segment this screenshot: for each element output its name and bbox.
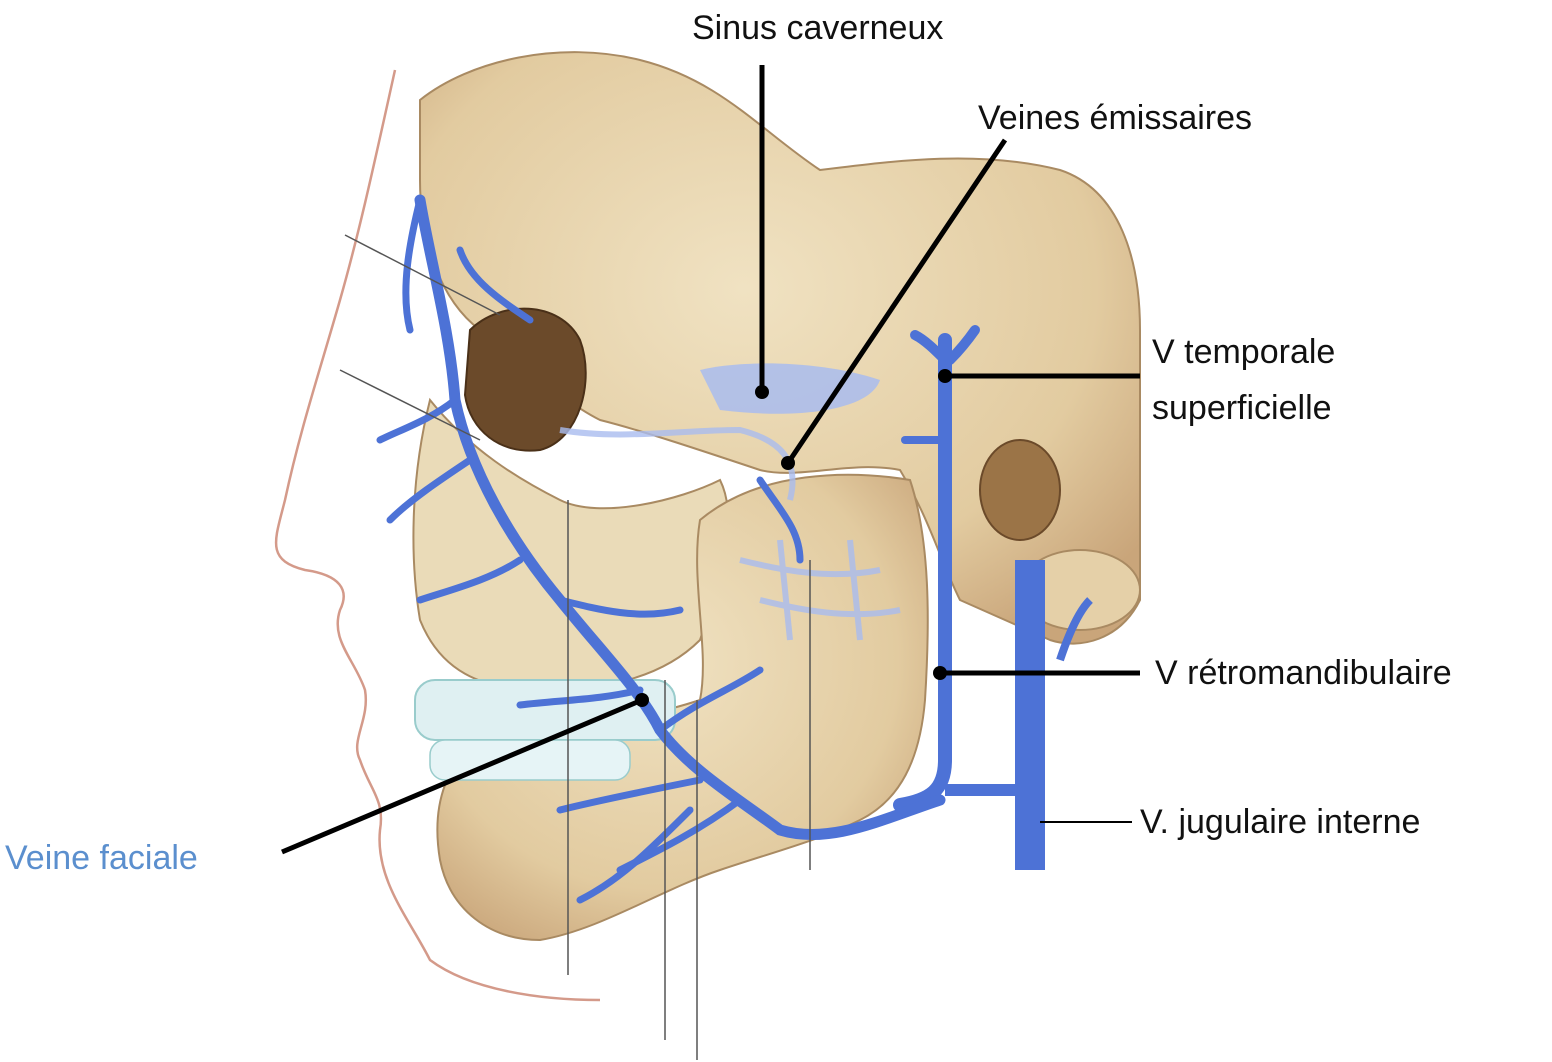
label-veine-faciale: Veine faciale [5,838,198,878]
label-v-temporale-line1: V temporale [1152,332,1335,372]
internal-jugular-vein [1015,560,1045,870]
dot-v-retromandibulaire [933,666,947,680]
dot-veine-faciale [635,693,649,707]
ear-canal [980,440,1060,540]
label-sinus-caverneux: Sinus caverneux [692,8,943,48]
label-v-retromandibulaire: V rétromandibulaire [1155,653,1452,693]
label-v-temporale-line2: superficielle [1152,388,1332,428]
dot-veines-emissaires [781,456,795,470]
label-veines-emissaires: Veines émissaires [978,98,1252,138]
dot-v-temporale [938,369,952,383]
dot-sinus-caverneux [755,385,769,399]
label-v-jugulaire-interne: V. jugulaire interne [1140,802,1420,842]
